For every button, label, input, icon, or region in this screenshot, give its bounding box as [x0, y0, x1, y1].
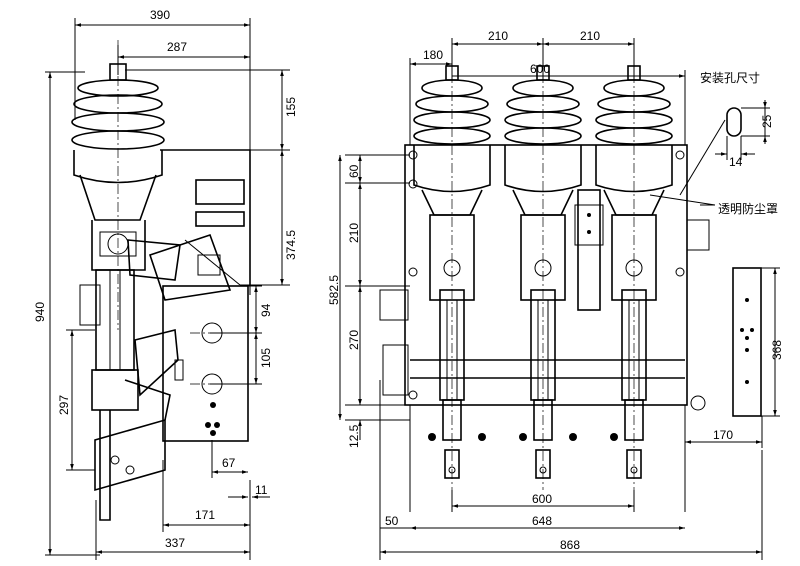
phase-a	[413, 55, 491, 490]
dim-text-11: 11	[255, 483, 268, 497]
dim-text-600: 600	[532, 492, 552, 506]
label-dust-cover: 透明防尘罩	[718, 201, 778, 216]
dim-bottom-width: 337	[95, 500, 251, 560]
dim-text-25: 25	[760, 114, 774, 128]
dim-text-940: 940	[33, 302, 47, 322]
dim-text-60: 60	[347, 164, 361, 178]
dim-text-94: 94	[259, 303, 273, 317]
label-mounting-hole: 安装孔尺寸	[700, 70, 760, 85]
dim-right-vertical: 155 374.5	[125, 69, 298, 286]
left-frame	[148, 149, 251, 301]
dim-text-270: 270	[347, 330, 361, 350]
dim-text-50: 50	[385, 514, 399, 528]
dim-hole-spacing: 94 105	[210, 285, 273, 385]
side-mounting-box	[732, 267, 762, 417]
dim-text-337: 337	[165, 536, 185, 550]
dim-bottom: 600 648 50 868	[379, 380, 763, 560]
dim-side-height: 368	[761, 267, 784, 417]
dim-text-67: 67	[222, 456, 236, 470]
left-side-view: 390 287 155 374.5 940	[33, 8, 298, 560]
dim-text-368: 368	[770, 340, 784, 360]
dim-text-582: 582.5	[327, 275, 341, 305]
left-pole	[79, 239, 181, 521]
phase-b	[504, 55, 582, 490]
dim-text-12-5: 12.5	[347, 424, 361, 448]
fuse-unit	[574, 189, 604, 311]
dim-text-287: 287	[167, 40, 187, 54]
left-mechanism-plate	[162, 285, 249, 442]
dim-text-210v: 210	[347, 223, 361, 243]
dim-text-155: 155	[284, 97, 298, 117]
dim-plate-width: 171	[162, 460, 251, 532]
dim-text-171: 171	[195, 508, 215, 522]
dim-text-170: 170	[713, 428, 733, 442]
dim-right-offset: 67	[211, 440, 248, 478]
dust-cover-callout: 透明防尘罩	[649, 194, 778, 216]
dim-lower-height: 297	[57, 329, 95, 471]
dim-text-210a: 210	[488, 29, 508, 43]
phase-c	[595, 55, 673, 490]
left-insulator	[71, 40, 165, 330]
mounting-hole-detail: 25 14 安装孔尺寸	[679, 70, 774, 196]
dim-text-297: 297	[57, 395, 71, 415]
dim-text-105: 105	[259, 348, 273, 368]
dim-text-14: 14	[729, 155, 743, 169]
dim-side-width: 170	[684, 405, 763, 448]
dim-text-374: 374.5	[284, 230, 298, 260]
dim-text-648: 648	[532, 514, 552, 528]
dim-text-210b: 210	[580, 29, 600, 43]
dim-text-600-top: 600	[530, 62, 550, 76]
dim-overall-height: 940	[33, 71, 100, 556]
dim-text-390: 390	[150, 8, 170, 22]
dim-plate-offset: 11	[228, 480, 270, 505]
dim-text-868: 868	[560, 538, 580, 552]
dim-text-180: 180	[423, 48, 443, 62]
right-front-view: 210 210 180 600 60 210 582.5 270 12.5	[327, 29, 784, 560]
dim-left-vertical: 60 210 582.5 270 12.5	[327, 154, 410, 448]
